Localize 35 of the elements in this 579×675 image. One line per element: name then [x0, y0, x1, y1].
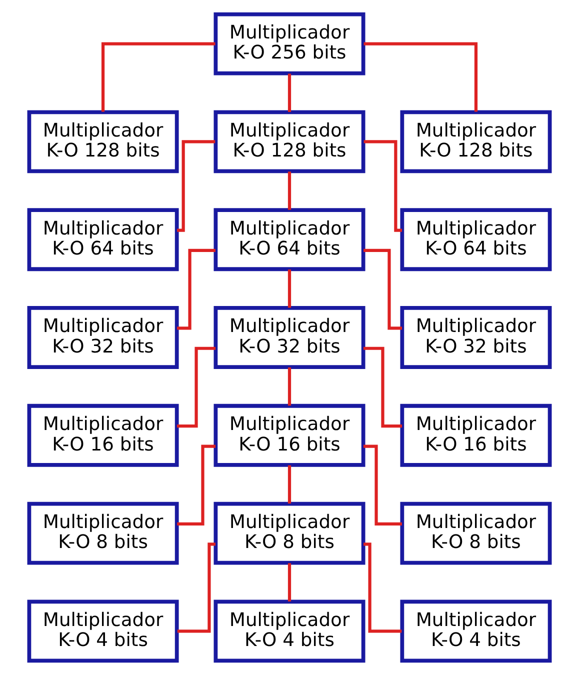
connector — [364, 140, 402, 232]
connector — [176, 248, 216, 330]
connector — [363, 444, 402, 526]
connector — [177, 140, 216, 232]
node-box: Multiplicador K-O 32 bits — [214, 306, 366, 369]
connector — [288, 465, 292, 504]
node-box: Multiplicador K-O 16 bits — [400, 404, 552, 467]
node-box: Multiplicador K-O 256 bits — [214, 12, 366, 76]
connector — [288, 74, 292, 112]
node-box: Multiplicador K-O 64 bits — [27, 208, 179, 272]
node-box: Multiplicador K-O 8 bits — [400, 502, 552, 565]
node-box: Multiplicador K-O 16 bits — [27, 404, 179, 467]
node-box: Multiplicador K-O 64 bits — [214, 208, 366, 272]
node-box: Multiplicador K-O 4 bits — [400, 600, 552, 663]
node-box: Multiplicador K-O 16 bits — [214, 404, 366, 467]
connector — [288, 367, 292, 406]
node-box: Multiplicador K-O 4 bits — [27, 600, 179, 663]
node-box: Multiplicador K-O 64 bits — [400, 208, 552, 272]
connector — [364, 248, 402, 330]
node-box: Multiplicador K-O 128 bits — [400, 110, 552, 174]
connector — [177, 542, 216, 633]
connector — [288, 563, 292, 602]
connector — [288, 270, 292, 308]
node-box: Multiplicador K-O 4 bits — [214, 600, 366, 663]
node-box: Multiplicador K-O 128 bits — [27, 110, 179, 174]
connector — [288, 172, 292, 210]
node-box: Multiplicador K-O 8 bits — [214, 502, 366, 565]
connector — [101, 42, 216, 112]
node-box: Multiplicador K-O 128 bits — [214, 110, 366, 174]
node-box: Multiplicador K-O 32 bits — [27, 306, 179, 369]
node-box: Multiplicador K-O 8 bits — [27, 502, 179, 565]
connector — [364, 42, 478, 112]
connector — [177, 444, 216, 526]
node-box: Multiplicador K-O 32 bits — [400, 306, 552, 369]
connector — [363, 542, 402, 633]
